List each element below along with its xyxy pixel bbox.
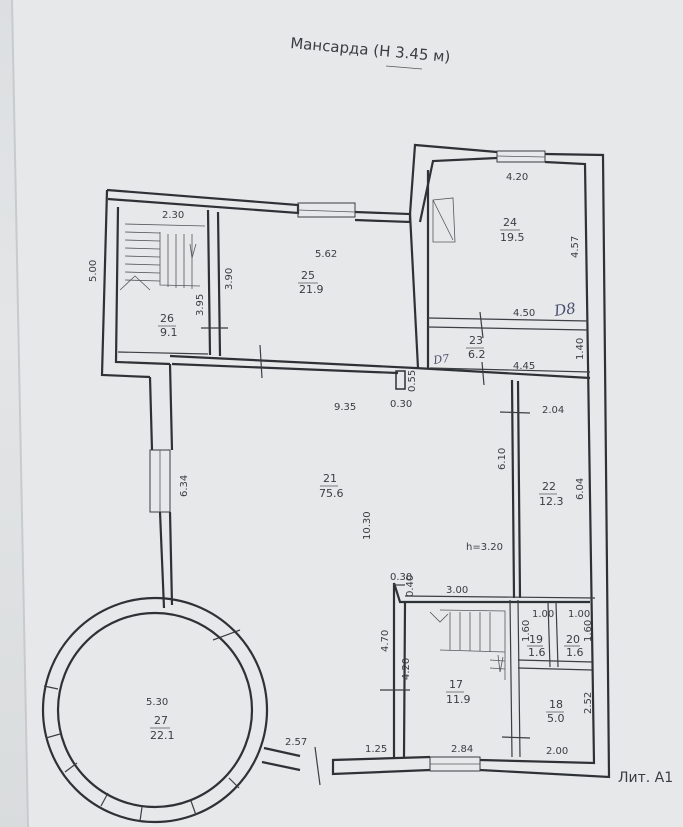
room-19-area: 1.6 — [528, 646, 546, 659]
room-26-area: 9.1 — [160, 326, 178, 339]
interior-walls — [117, 170, 596, 758]
room-18-area: 5.0 — [547, 712, 565, 725]
title-underline — [385, 65, 423, 70]
room-23-area: 6.2 — [468, 348, 486, 361]
dim-0-30-top: 0.30 — [390, 399, 412, 410]
dim-10-30: 10.30 — [362, 511, 373, 540]
dim-4-57: 4.57 — [570, 236, 581, 258]
room-25-area: 21.9 — [299, 283, 324, 296]
room-27-area: 22.1 — [150, 729, 175, 742]
dim-4-50: 4.50 — [513, 308, 535, 319]
dim-1-60-b: 1.60 — [583, 620, 594, 642]
dim-2-52: 2.52 — [583, 692, 594, 714]
dim-1-00-b: 1.00 — [568, 609, 590, 620]
dim-6-10: 6.10 — [497, 448, 508, 470]
room-21-number: 21 — [323, 472, 337, 485]
dim-6-34: 6.34 — [179, 475, 190, 497]
dim-4-20-bottom: 4.20 — [401, 658, 412, 680]
stair-24 — [432, 197, 456, 243]
dim-5-00: 5.00 — [88, 260, 99, 282]
room-labels: 26 9.1 25 21.9 24 19.5 23 6.2 21 75.6 22… — [150, 216, 584, 742]
dim-6-04: 6.04 — [575, 478, 586, 500]
room-17-number: 17 — [449, 678, 463, 691]
dim-0-55: 0.55 — [407, 370, 418, 392]
dim-9-35: 9.35 — [334, 402, 356, 413]
dim-0-40: 0.40 — [405, 575, 416, 597]
room-19-number: 19 — [529, 633, 543, 646]
paper-sheet — [12, 0, 683, 827]
dim-3-95: 3.95 — [195, 294, 206, 316]
ceiling-height: h=3.20 — [466, 542, 503, 553]
dim-2-57: 2.57 — [285, 737, 307, 748]
outer-walls — [100, 143, 611, 779]
room-20-number: 20 — [566, 633, 580, 646]
dim-4-20-top: 4.20 — [506, 172, 528, 183]
windows — [149, 150, 546, 772]
dim-0-30-bottom: 0.30 — [390, 572, 412, 583]
room-23-number: 23 — [469, 334, 483, 347]
stair-26 — [119, 223, 206, 291]
dim-4-70: 4.70 — [380, 630, 391, 652]
dim-3-90: 3.90 — [224, 268, 235, 290]
dim-4-45: 4.45 — [513, 361, 535, 372]
paper-fold — [11, 0, 29, 827]
dim-1-25: 1.25 — [365, 744, 387, 755]
room-20-area: 1.6 — [566, 646, 584, 659]
stair-17 — [429, 609, 506, 680]
room-18-number: 18 — [549, 698, 563, 711]
room-21-area: 75.6 — [319, 487, 344, 500]
dim-1-60-a: 1.60 — [521, 620, 532, 642]
room-22-area: 12.3 — [539, 495, 564, 508]
room-24-number: 24 — [503, 216, 517, 229]
dim-2-00: 2.00 — [546, 746, 568, 757]
dim-2-84: 2.84 — [451, 744, 473, 755]
dim-5-30: 5.30 — [146, 697, 168, 708]
room-27-number: 27 — [154, 714, 168, 727]
room-17-area: 11.9 — [446, 693, 471, 706]
handwritten-d7: D7 — [432, 352, 450, 367]
dimension-labels: 2.30 5.00 3.90 3.95 5.62 4.20 4.57 4.50 … — [88, 172, 594, 757]
lit-label: Лит. А1 — [618, 770, 673, 786]
room-26-number: 26 — [160, 312, 174, 325]
room-22-number: 22 — [542, 480, 556, 493]
tower — [41, 596, 269, 824]
handwritten-d8: D8 — [552, 299, 577, 320]
dim-3-00: 3.00 — [446, 585, 468, 596]
dim-2-30: 2.30 — [162, 210, 184, 221]
room-25-number: 25 — [301, 269, 315, 282]
dim-5-62: 5.62 — [315, 249, 337, 260]
dim-2-04: 2.04 — [542, 405, 564, 416]
room-24-area: 19.5 — [500, 231, 525, 244]
dim-1-00-a: 1.00 — [532, 609, 554, 620]
dim-1-40: 1.40 — [575, 338, 586, 360]
